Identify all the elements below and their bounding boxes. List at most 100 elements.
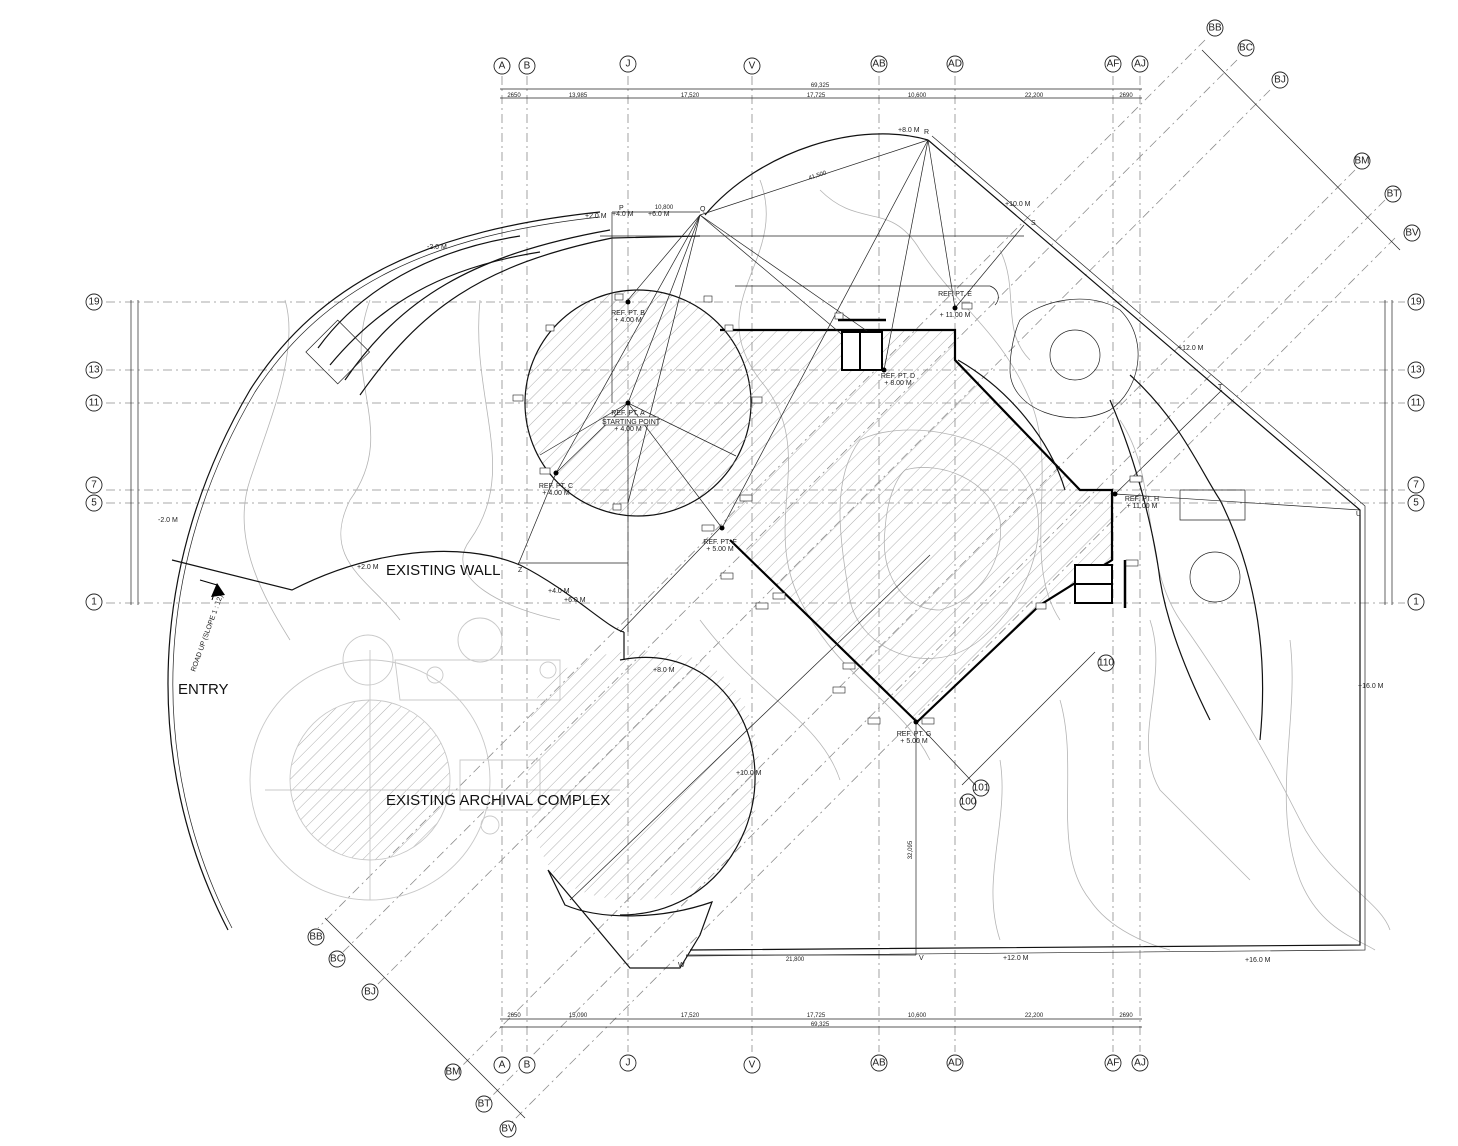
- svg-text:A: A: [499, 61, 506, 72]
- svg-text:2690: 2690: [1119, 93, 1133, 99]
- svg-text:+ 4.00 M: + 4.00 M: [614, 426, 642, 433]
- svg-text:41,500: 41,500: [808, 170, 828, 182]
- svg-text:32,095: 32,095: [908, 840, 914, 859]
- svg-text:AD: AD: [948, 59, 962, 70]
- svg-text:-2.0 M: -2.0 M: [427, 244, 447, 251]
- svg-text:+12.0 M: +12.0 M: [1003, 955, 1029, 962]
- svg-text:BJ: BJ: [1274, 75, 1286, 86]
- svg-text:+6.0 M: +6.0 M: [648, 211, 670, 218]
- svg-text:BJ: BJ: [364, 987, 376, 998]
- svg-text:AB: AB: [872, 1058, 886, 1069]
- svg-text:REF. PT. D: REF. PT. D: [881, 373, 915, 380]
- svg-text:2650: 2650: [507, 1013, 521, 1019]
- svg-text:+ 4.00 M: + 4.00 M: [614, 317, 642, 324]
- svg-text:REF. PT. C: REF. PT. C: [539, 483, 573, 490]
- svg-text:1: 1: [1413, 597, 1419, 608]
- svg-text:REF. PT. H: REF. PT. H: [1125, 496, 1159, 503]
- svg-text:+ 11.00 M: + 11.00 M: [940, 312, 971, 319]
- svg-text:7: 7: [1413, 480, 1419, 491]
- svg-text:11: 11: [1411, 398, 1422, 409]
- main-building: [524, 289, 1114, 969]
- svg-text:5: 5: [91, 498, 97, 509]
- stair-blocks: [199, 318, 1127, 608]
- diagonal-bubbles-bottom: BB BC BJ BM BT BV: [307, 928, 517, 1138]
- svg-text:+2.0 M: +2.0 M: [357, 564, 379, 571]
- svg-text:+16.0 M: +16.0 M: [1245, 957, 1271, 964]
- svg-text:+8.0 M: +8.0 M: [898, 127, 920, 134]
- svg-text:R: R: [924, 129, 929, 136]
- svg-text:B: B: [524, 61, 531, 72]
- svg-text:+ 5.00 M: + 5.00 M: [706, 546, 734, 553]
- svg-text:REF. PT. F: REF. PT. F: [703, 539, 736, 546]
- svg-text:AJ: AJ: [1134, 59, 1146, 70]
- svg-text:V: V: [749, 1060, 756, 1071]
- svg-text:17,725: 17,725: [807, 93, 826, 99]
- svg-text:5: 5: [1413, 498, 1419, 509]
- level-annotations: +2.0 M -2.0 M +4.0 M +6.0 M +8.0 M +10.0…: [158, 127, 1384, 964]
- svg-text:V: V: [749, 61, 756, 72]
- svg-text:AF: AF: [1107, 59, 1120, 70]
- svg-text:7: 7: [91, 480, 97, 491]
- svg-text:13,985: 13,985: [569, 93, 588, 99]
- svg-text:1: 1: [91, 597, 97, 608]
- svg-text:15,090: 15,090: [569, 1013, 588, 1019]
- svg-text:J: J: [626, 59, 631, 70]
- svg-text:BV: BV: [1405, 228, 1419, 239]
- svg-text:B: B: [524, 1060, 531, 1071]
- svg-text:+ 11.00 M: + 11.00 M: [1127, 503, 1158, 510]
- svg-text:+4.0 M: +4.0 M: [548, 588, 570, 595]
- svg-text:Q: Q: [700, 206, 706, 213]
- section-markers: 110 101 100: [959, 654, 1115, 811]
- svg-text:REF. PT. G: REF. PT. G: [897, 731, 932, 738]
- svg-text:10,600: 10,600: [908, 93, 927, 99]
- svg-text:A: A: [499, 1060, 506, 1071]
- svg-text:AF: AF: [1107, 1058, 1120, 1069]
- svg-text:AD: AD: [948, 1058, 962, 1069]
- row-bubbles-left: 19 13 11 7 5 1: [85, 293, 103, 611]
- svg-text:10,800: 10,800: [655, 205, 674, 211]
- svg-text:P: P: [619, 205, 624, 212]
- svg-text:69,325: 69,325: [811, 83, 830, 89]
- svg-text:110: 110: [1098, 658, 1114, 669]
- svg-text:101: 101: [973, 783, 990, 794]
- svg-text:-2.0 M: -2.0 M: [158, 517, 178, 524]
- svg-text:2650: 2650: [507, 93, 521, 99]
- svg-text:+16.0 M: +16.0 M: [1358, 683, 1384, 690]
- svg-text:+ 8.00 M: + 8.00 M: [884, 380, 912, 387]
- svg-text:+10.0 M: +10.0 M: [736, 770, 762, 777]
- svg-text:+10.0 M: +10.0 M: [1005, 201, 1031, 208]
- svg-text:T: T: [1218, 384, 1223, 391]
- svg-text:13: 13: [88, 365, 100, 376]
- road-slope-label: ROAD UP (SLOPE 1 : 12): [190, 594, 224, 673]
- column-bubbles-top: A B J V AB AD AF AJ: [493, 55, 1149, 75]
- svg-text:BV: BV: [501, 1124, 515, 1135]
- existing-archival-complex-label: EXISTING ARCHIVAL COMPLEX: [386, 792, 610, 809]
- svg-text:10,600: 10,600: [908, 1013, 927, 1019]
- svg-text:AB: AB: [872, 59, 886, 70]
- svg-text:BT: BT: [478, 1099, 491, 1110]
- svg-text:+2.0 M: +2.0 M: [585, 213, 607, 220]
- svg-text:2690: 2690: [1119, 1013, 1133, 1019]
- svg-text:22,200: 22,200: [1025, 93, 1044, 99]
- dimension-strings: [130, 49, 1401, 1119]
- svg-text:17,520: 17,520: [681, 93, 700, 99]
- svg-text:Z: Z: [518, 567, 523, 574]
- svg-text:BB: BB: [1208, 23, 1222, 34]
- existing-wall-label: EXISTING WALL: [386, 562, 500, 579]
- svg-text:V: V: [919, 955, 924, 962]
- svg-text:BC: BC: [1239, 43, 1253, 54]
- svg-text:13: 13: [1410, 365, 1422, 376]
- svg-text:W: W: [678, 962, 685, 969]
- svg-text:+6.0 M: +6.0 M: [564, 597, 586, 604]
- road-and-walls: [167, 133, 1366, 957]
- svg-text:AJ: AJ: [1134, 1058, 1146, 1069]
- svg-text:+ 5.00 M: + 5.00 M: [900, 738, 928, 745]
- svg-text:REF. PT. A: REF. PT. A: [611, 410, 645, 417]
- svg-text:+4.0 M: +4.0 M: [612, 211, 634, 218]
- svg-text:STARTING POINT: STARTING POINT: [602, 419, 661, 426]
- room-tags: [512, 293, 1143, 725]
- column-bubbles-bottom: A B J V AB AD AF AJ: [493, 1054, 1149, 1074]
- svg-text:REF. PT. E: REF. PT. E: [938, 291, 972, 298]
- diagonal-bubbles-top: BB BC BJ BM BT BV: [1206, 19, 1421, 242]
